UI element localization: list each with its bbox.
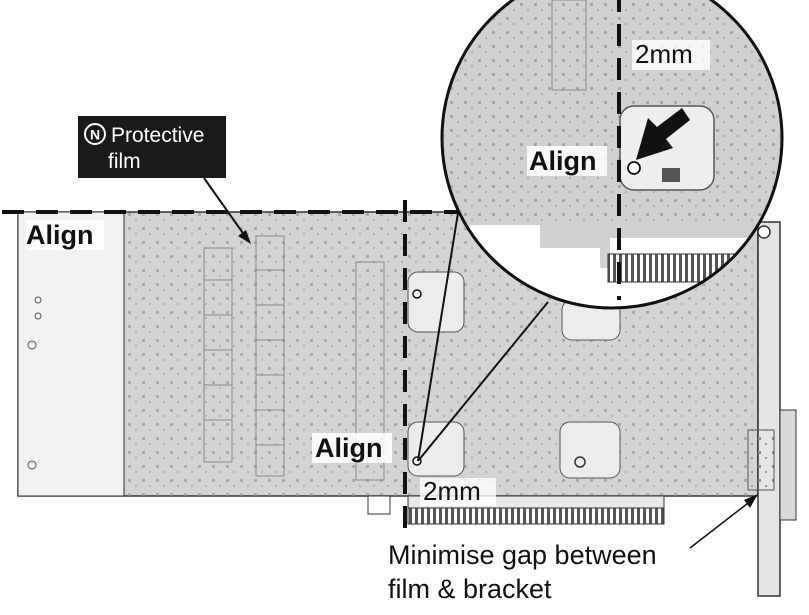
zoom-callout [417,0,784,462]
arrow-icon [636,108,690,160]
note-line1: Minimise gap between [388,540,657,570]
protective-badge-text: N [90,127,100,143]
align-labels: Align Align Align [26,146,607,463]
protective-film-label: N Protective film [78,116,251,244]
align-label-middle: Align [315,433,383,463]
align-label-top-left: Align [26,220,94,250]
gap-label-zoom: 2mm [635,39,693,69]
bracket-note: Minimise gap between film & bracket [388,494,758,604]
protective-label-line1: Protective [111,124,204,147]
protective-label-line2: film [108,150,141,173]
note-line2: film & bracket [388,574,552,604]
chip-columns [203,235,385,481]
gap-label-bottom: 2mm [423,476,481,506]
align-label-zoom: Align [529,146,597,176]
